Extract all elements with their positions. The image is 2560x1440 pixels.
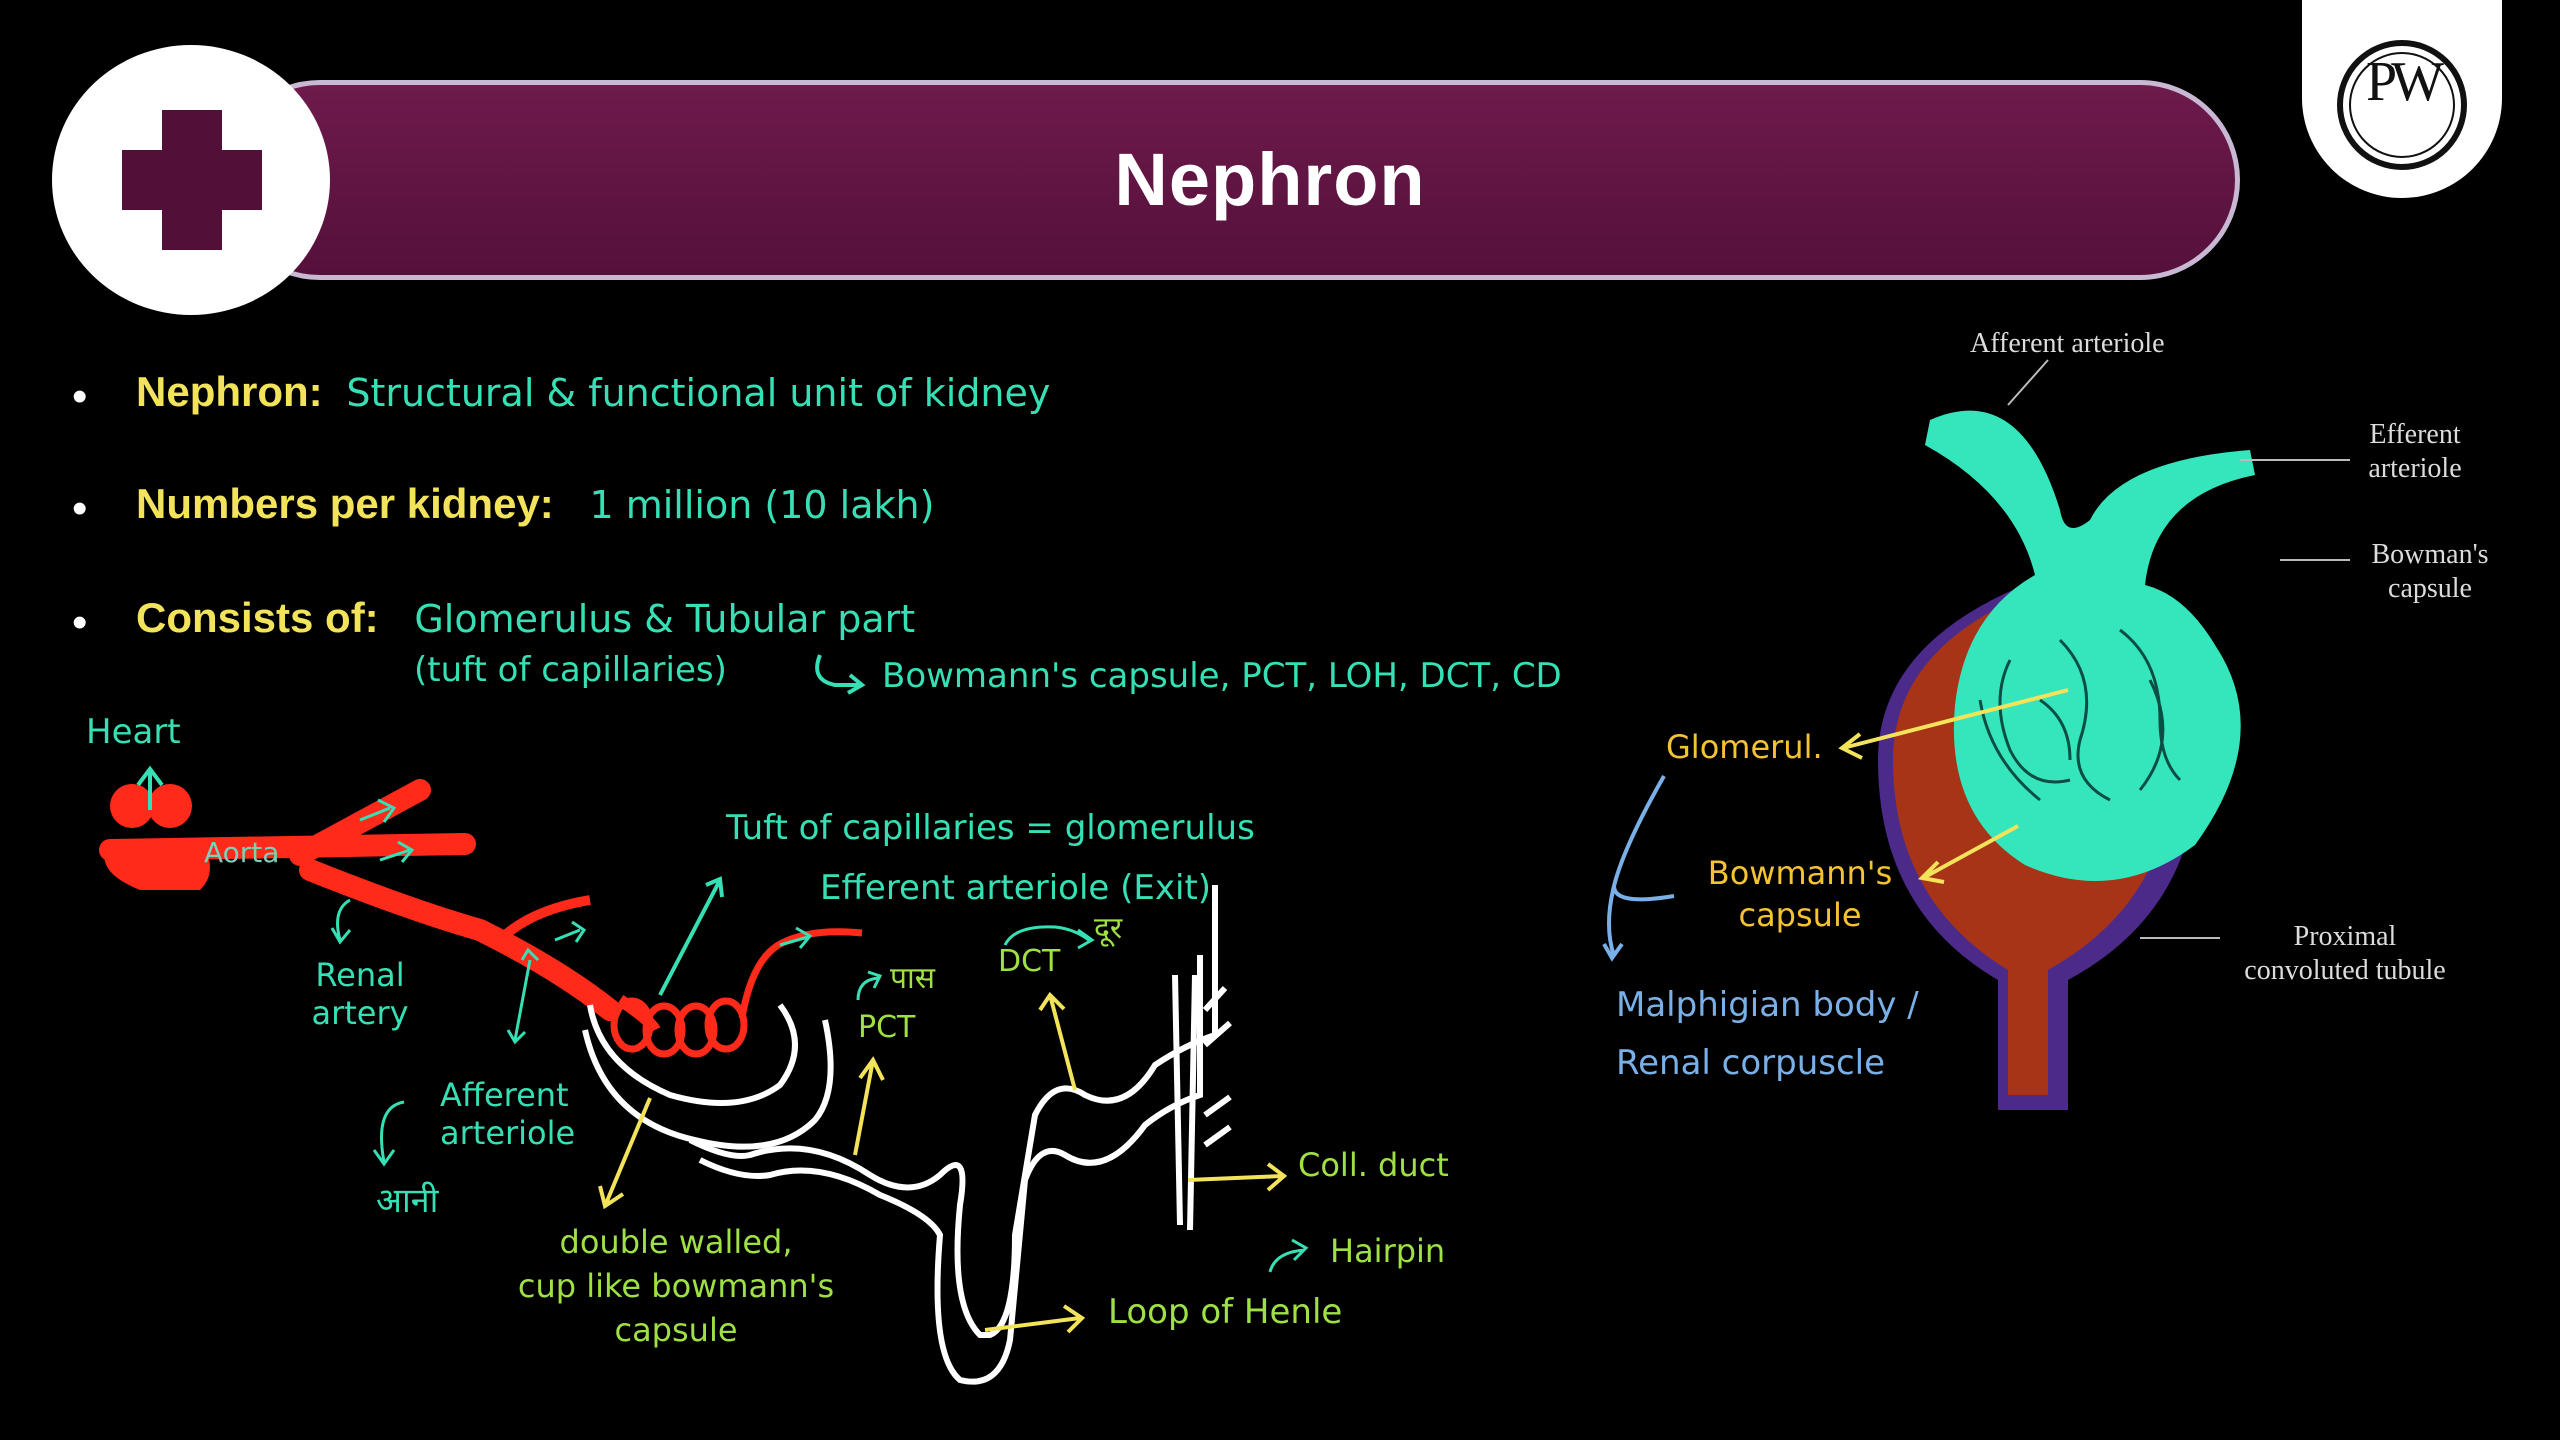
malp-line2: Renal corpuscle [1616, 1043, 1886, 1083]
pct-label: PCT [858, 1010, 916, 1045]
afferent-line2: arteriole [440, 1114, 576, 1152]
afferent-arteriole-label: Afferent arteriole [1970, 328, 2165, 359]
door-label: दूर [1094, 911, 1123, 946]
glomerulus-coil [610, 928, 863, 1058]
logo-tab: PW [2302, 0, 2502, 198]
heart-shape [104, 784, 210, 890]
double-line3: capsule [614, 1311, 738, 1349]
bullet-text: Structural & functional unit of kidney [346, 371, 1051, 415]
malp-line1: Malphigian body / [1616, 985, 1919, 1025]
bowman-line1: Bowman's [2371, 539, 2489, 570]
aorta-label: Aorta [204, 836, 280, 869]
renal-artery-line1: Renal [315, 956, 405, 994]
paas-label: पास [890, 961, 936, 996]
renal-corpuscle-diagram [1602, 359, 2350, 1110]
tuft-note: (tuft of capillaries) [414, 650, 727, 690]
dct-label: DCT [998, 944, 1061, 979]
proximal-line1: Proximal [2293, 921, 2397, 952]
page-title: Nephron [1114, 138, 1426, 221]
bullet-label: Numbers per kidney: [136, 480, 554, 527]
tubular-parts-note: Bowmann's capsule, PCT, LOH, DCT, CD [882, 656, 1562, 696]
glomerul-label: Glomerul. [1666, 728, 1823, 766]
bullet-consists: Consists of: Glomerulus & Tubular part [136, 594, 915, 642]
bullet-nephron: Nephron: Structural & functional unit of… [136, 368, 1050, 416]
double-line2: cup like bowmann's [517, 1267, 835, 1305]
proximal-line2: convoluted tubule [2244, 955, 2446, 986]
heart-label: Heart [86, 712, 181, 752]
efferent-line2: arteriole [2368, 453, 2462, 484]
aani-label: आनी [376, 1181, 439, 1221]
bullet-dot: • [72, 484, 88, 533]
title-banner [220, 80, 2240, 280]
afferent-line1: Afferent [440, 1076, 569, 1114]
bowman-line2: capsule [2388, 573, 2472, 604]
bullet-text: 1 million (10 lakh) [589, 483, 935, 527]
bowmanns-line2: capsule [1738, 896, 1862, 934]
coll-duct-label: Coll. duct [1298, 1146, 1449, 1184]
bullet-label: Consists of: [136, 594, 379, 641]
malpighian-body-label: Malphigian body / Renal corpuscle [1616, 976, 1919, 1092]
proximal-tubule-label: Proximal convoluted tubule [2210, 920, 2480, 988]
bullet-text: Glomerulus & Tubular part [414, 597, 916, 641]
bullet-dot: • [72, 372, 88, 421]
plus-icon [122, 110, 262, 250]
plus-badge [52, 45, 330, 315]
bullet-numbers: Numbers per kidney: 1 million (10 lakh) [136, 480, 934, 528]
afferent-label: Afferent arteriole [440, 1076, 575, 1152]
bowmanns-capsule-label: Bowmann's capsule [1690, 852, 1910, 936]
pw-logo-letters: PW [2366, 51, 2444, 113]
bullet-label: Nephron: [136, 368, 323, 415]
bowmanns-line1: Bowmann's [1707, 854, 1893, 892]
renal-artery-label: Renal artery [280, 956, 440, 1032]
pw-logo-icon [2337, 40, 2467, 170]
bullet-dot: • [72, 598, 88, 647]
efferent-line1: Efferent [2369, 419, 2461, 450]
tubule-outline [582, 885, 1232, 1385]
renal-artery-line2: artery [311, 994, 409, 1032]
tuft-label: Tuft of capillaries = glomerulus [726, 808, 1255, 848]
bowmans-capsule-label: Bowman's capsule [2350, 538, 2510, 606]
efferent-label: Efferent arteriole (Exit) [820, 868, 1212, 908]
loop-henle-label: Loop of Henle [1108, 1292, 1343, 1332]
hairpin-label: Hairpin [1330, 1232, 1446, 1270]
double-line1: double walled, [559, 1223, 793, 1261]
efferent-arteriole-label: Efferent arteriole [2340, 418, 2490, 486]
double-walled-label: double walled, cup like bowmann's capsul… [506, 1220, 846, 1352]
